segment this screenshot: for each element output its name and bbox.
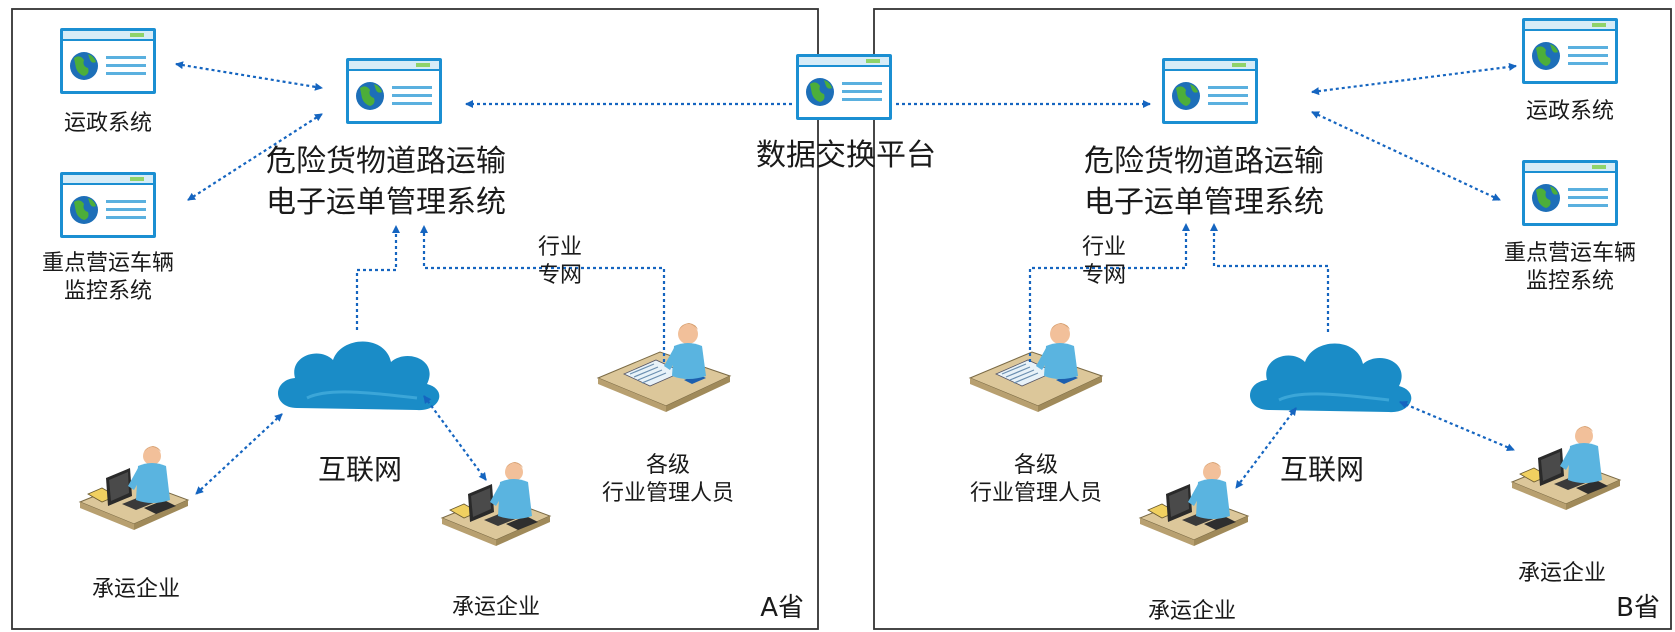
main-system-a-icon <box>346 58 442 124</box>
industry-network-a-line2: 专网 <box>537 262 582 288</box>
connections <box>175 61 1517 495</box>
internet-b-cloud-icon <box>1248 341 1413 414</box>
main-system-b-label: 危险货物道路运输 电子运单管理系统 <box>1054 142 1354 223</box>
industry-network-b-line2: 专网 <box>1081 262 1126 288</box>
internet-a-cloud-icon <box>276 339 441 412</box>
province-a-frame <box>11 8 819 630</box>
main-system-b-line2: 电子运单管理系统 <box>1084 184 1324 220</box>
vehicle-monitor-system-b-line2: 监控系统 <box>1525 268 1614 294</box>
province-b-frame <box>873 8 1672 630</box>
vehicle-monitor-system-b-icon <box>1522 160 1618 226</box>
transport-admin-system-b-label: 运政系统 <box>1525 99 1614 124</box>
main-system-a-line2: 电子运单管理系统 <box>266 184 506 220</box>
managers-b-label: 各级 行业管理人员 <box>936 452 1136 507</box>
main-system-b-icon <box>1162 58 1258 124</box>
province-b-label: B省 <box>1616 593 1660 623</box>
managers-b-line2: 行业管理人员 <box>969 480 1102 506</box>
main-system-a-line1: 危险货物道路运输 <box>266 144 506 179</box>
industry-network-a-label: 行业 专网 <box>520 234 600 289</box>
vehicle-monitor-system-b-label: 重点营运车辆 监控系统 <box>1480 240 1660 295</box>
carrier-right-b-label: 承运企业 <box>1517 561 1606 586</box>
carrier-left-a-label: 承运企业 <box>91 577 180 602</box>
exchange-platform-label: 数据交换平台 <box>756 138 936 173</box>
main-system-a-label: 危险货物道路运输 电子运单管理系统 <box>236 142 536 223</box>
carrier-right-b-computer-icon <box>1511 425 1621 511</box>
province-a-label: A省 <box>760 593 804 623</box>
internet-b-label: 互联网 <box>1279 453 1364 486</box>
vehicle-monitor-system-b-line1: 重点营运车辆 <box>1503 241 1636 266</box>
industry-network-b-label: 行业 专网 <box>1064 234 1144 289</box>
transport-admin-system-a-icon <box>60 28 156 94</box>
industry-network-b-line1: 行业 <box>1081 235 1126 260</box>
carrier-left-a-computer-icon <box>79 445 189 531</box>
carrier-right-a-computer-icon <box>441 461 551 547</box>
managers-b-workstation-icon <box>969 322 1103 413</box>
carrier-left-b-label: 承运企业 <box>1147 599 1236 624</box>
managers-b-line1: 各级 <box>1013 453 1058 478</box>
managers-a-line1: 各级 <box>645 453 690 478</box>
vehicle-monitor-system-a-label: 重点营运车辆 监控系统 <box>18 250 198 305</box>
vehicle-monitor-system-a-icon <box>60 172 156 238</box>
main-system-b-line1: 危险货物道路运输 <box>1084 144 1324 179</box>
vehicle-monitor-system-a-line1: 重点营运车辆 <box>41 251 174 276</box>
transport-admin-system-b-icon <box>1522 18 1618 84</box>
carrier-right-a-label: 承运企业 <box>451 595 540 620</box>
carrier-left-b-computer-icon <box>1139 461 1249 547</box>
internet-a-label: 互联网 <box>317 453 402 486</box>
managers-a-label: 各级 行业管理人员 <box>568 452 768 507</box>
exchange-platform-icon <box>796 54 892 120</box>
managers-a-line2: 行业管理人员 <box>601 480 734 506</box>
vehicle-monitor-system-a-line2: 监控系统 <box>63 278 152 304</box>
industry-network-a-line1: 行业 <box>537 235 582 260</box>
transport-admin-system-a-label: 运政系统 <box>63 111 152 136</box>
